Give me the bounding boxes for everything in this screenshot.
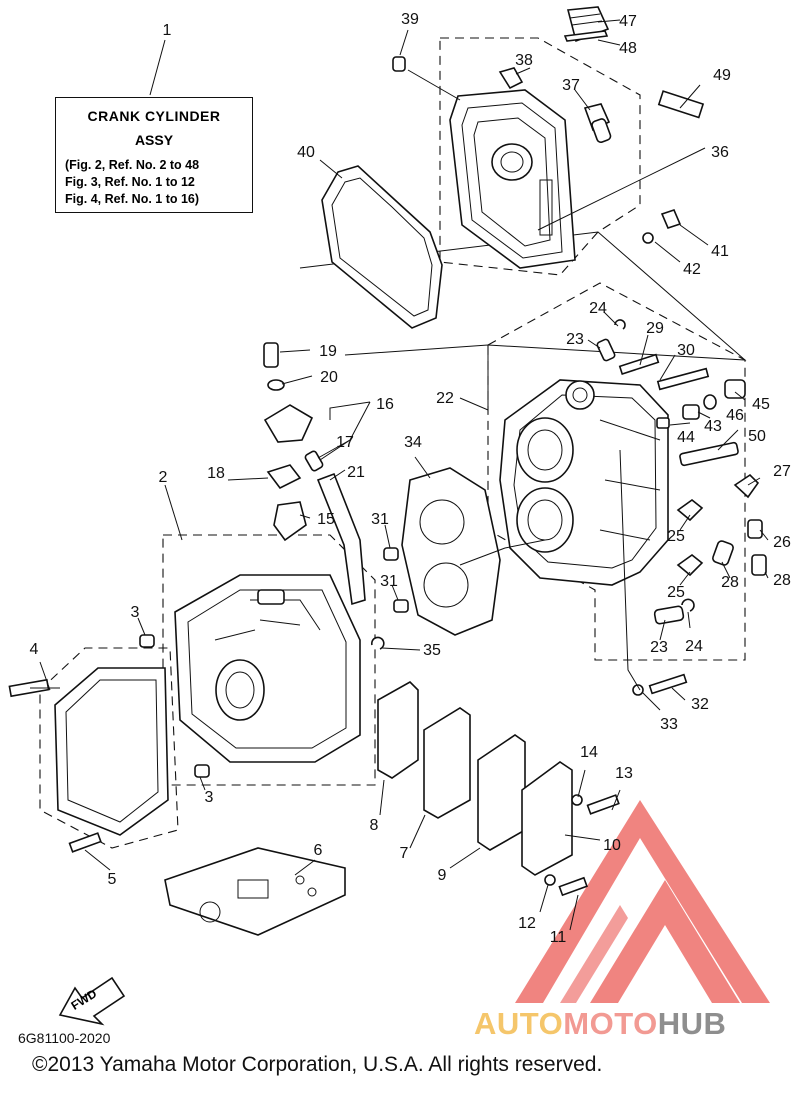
callout-7: 7	[400, 845, 409, 862]
top-small-parts	[392, 6, 705, 244]
assembly-ref-line: Fig. 4, Ref. No. 1 to 16)	[65, 192, 200, 206]
callout-6: 6	[314, 842, 323, 859]
callout-31b: 31	[380, 573, 398, 590]
diagram-code: 6G81100-2020	[18, 1030, 111, 1046]
head-cover-gasket	[321, 165, 443, 329]
callout-17: 17	[336, 434, 354, 451]
callout-2: 2	[159, 469, 168, 486]
callout-labels: 1 2 3 3 4 5 6 7 8 9 10 11 12 13 14 15 16…	[30, 11, 791, 946]
callout-16: 16	[376, 396, 394, 413]
callout-31a: 31	[371, 511, 389, 528]
callout-33: 33	[660, 716, 678, 733]
callout-9: 9	[438, 867, 447, 884]
callout-35: 35	[423, 642, 441, 659]
callout-23b: 23	[650, 639, 668, 656]
callout-39: 39	[401, 11, 419, 28]
callout-15: 15	[317, 511, 335, 528]
callout-14: 14	[580, 744, 598, 761]
callout-47: 47	[619, 13, 637, 30]
callout-22: 22	[436, 390, 454, 407]
callout-36: 36	[711, 144, 729, 161]
callout-44: 44	[677, 429, 695, 446]
callout-49: 49	[713, 67, 731, 84]
callout-38: 38	[515, 52, 533, 69]
callout-29: 29	[646, 320, 664, 337]
cylinder-head	[499, 379, 669, 586]
callout-5: 5	[108, 871, 117, 888]
watermark-logo	[515, 800, 770, 1003]
callout-27: 27	[773, 463, 791, 480]
callout-25b: 25	[667, 584, 685, 601]
block-dowels	[139, 547, 409, 778]
callout-34: 34	[404, 434, 422, 451]
callout-11: 11	[550, 929, 567, 946]
callout-43: 43	[704, 418, 722, 435]
callout-10: 10	[603, 837, 621, 854]
fwd-arrow-icon: FWD	[58, 976, 126, 1026]
assembly-subtitle: ASSY	[134, 132, 174, 148]
bottom-gasket	[164, 847, 346, 936]
callout-41: 41	[711, 243, 729, 260]
leader-lines	[30, 19, 769, 931]
callout-12: 12	[518, 915, 536, 932]
head-gasket	[401, 467, 501, 636]
callout-48: 48	[619, 40, 637, 57]
head-small-parts	[596, 319, 767, 696]
callout-32: 32	[691, 696, 709, 713]
callout-18: 18	[207, 465, 225, 482]
callout-28a: 28	[721, 574, 739, 591]
callout-21: 21	[347, 464, 365, 481]
head-cover	[449, 89, 576, 269]
assembly-ref-line: (Fig. 2, Ref. No. 2 to 48	[65, 158, 200, 172]
assembly-info-box: CRANK CYLINDER ASSY (Fig. 2, Ref. No. 2 …	[55, 97, 253, 213]
callout-42: 42	[683, 261, 701, 278]
callout-37: 37	[562, 77, 580, 94]
callout-4: 4	[30, 641, 39, 658]
callout-1: 1	[163, 22, 172, 39]
callout-45: 45	[752, 396, 770, 413]
callout-13: 13	[615, 765, 633, 782]
callout-30: 30	[677, 342, 695, 359]
brand-hub: HUB	[657, 1006, 727, 1041]
callout-23a: 23	[566, 331, 584, 348]
callout-25a: 25	[667, 528, 685, 545]
callout-28b: 28	[773, 572, 791, 589]
callout-8: 8	[370, 817, 379, 834]
callout-19: 19	[319, 343, 337, 360]
assembly-ref-line: Fig. 3, Ref. No. 1 to 12	[65, 175, 195, 189]
crankcase-half	[8, 667, 169, 853]
assembly-title: CRANK CYLINDER	[87, 108, 221, 124]
callout-40: 40	[297, 144, 315, 161]
callout-24b: 24	[685, 638, 703, 655]
brand-auto: AUTO	[474, 1006, 564, 1041]
callout-3a: 3	[131, 604, 140, 621]
exhaust-plates	[377, 681, 620, 897]
thermostat-parts	[263, 342, 366, 606]
callout-46: 46	[726, 407, 744, 424]
watermark-brand-text: AUTOMOTOHUB	[474, 1006, 726, 1042]
callout-20: 20	[320, 369, 338, 386]
callout-26: 26	[773, 534, 791, 551]
copyright-notice: ©2013 Yamaha Motor Corporation, U.S.A. A…	[32, 1053, 603, 1076]
callout-3b: 3	[205, 789, 214, 806]
brand-moto: MOTO	[563, 1006, 658, 1041]
cylinder-block	[174, 574, 361, 763]
callout-50: 50	[748, 428, 766, 445]
callout-24a: 24	[589, 300, 607, 317]
